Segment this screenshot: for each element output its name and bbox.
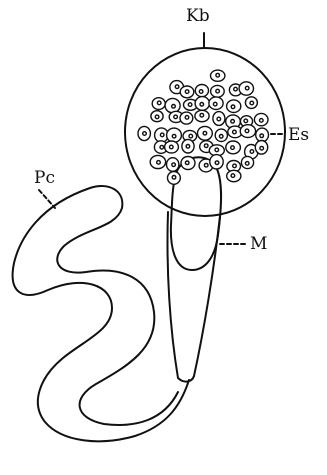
cell-nucleus <box>160 133 164 137</box>
cell-nucleus <box>204 144 208 148</box>
cell-nucleus <box>155 115 159 119</box>
cell-nucleus <box>233 164 237 168</box>
cell-nucleus <box>160 145 164 149</box>
cell-nucleus <box>175 85 179 89</box>
cell-nucleus <box>216 73 220 77</box>
cell-mass <box>138 70 269 184</box>
lower-body-outline <box>167 212 220 382</box>
cell-nucleus <box>157 161 161 165</box>
cell-nucleus <box>260 146 264 150</box>
cell-nucleus <box>170 145 174 149</box>
pc-leader <box>39 190 55 208</box>
cell-nucleus <box>185 161 189 165</box>
cell-nucleus <box>185 90 189 94</box>
cell-nucleus <box>143 132 147 136</box>
cell-nucleus <box>231 174 235 178</box>
cell-nucleus <box>217 117 221 121</box>
cell-nucleus <box>231 105 235 109</box>
cell-nucleus <box>250 150 254 154</box>
cell-nucleus <box>233 130 237 134</box>
cell-nucleus <box>250 101 254 105</box>
cell-nucleus <box>231 120 235 124</box>
cell-nucleus <box>231 146 235 150</box>
cell-nucleus <box>204 163 208 167</box>
label-m: M <box>250 236 267 253</box>
label-es: Es <box>288 127 309 144</box>
cell-nucleus <box>188 103 192 107</box>
cell-nucleus <box>172 176 176 180</box>
cell-nucleus <box>244 119 248 123</box>
cell-nucleus <box>157 101 161 105</box>
cell-nucleus <box>219 135 223 139</box>
cell-nucleus <box>245 162 249 166</box>
cell-nucleus <box>174 115 178 119</box>
cell-nucleus <box>216 89 220 93</box>
cell-nucleus <box>213 102 217 106</box>
cell-nucleus <box>260 134 264 138</box>
label-kb: Kb <box>186 8 210 25</box>
cell-nucleus <box>260 119 264 123</box>
cell-nucleus <box>215 161 219 165</box>
cell-nucleus <box>189 134 193 138</box>
cell-nucleus <box>172 105 176 109</box>
cell-nucleus <box>172 163 176 167</box>
label-pc: Pc <box>34 170 55 187</box>
cell-nucleus <box>199 90 203 94</box>
cell-nucleus <box>215 148 219 152</box>
cell-nucleus <box>245 86 249 90</box>
cell-nucleus <box>200 113 204 117</box>
cell-nucleus <box>245 129 249 133</box>
cell-nucleus <box>186 145 190 149</box>
cell-nucleus <box>185 116 189 120</box>
cell-nucleus <box>234 87 238 91</box>
cell-nucleus <box>172 134 176 138</box>
cell-nucleus <box>200 103 204 107</box>
cell-nucleus <box>203 131 207 135</box>
tube-outline-outer <box>13 186 189 441</box>
